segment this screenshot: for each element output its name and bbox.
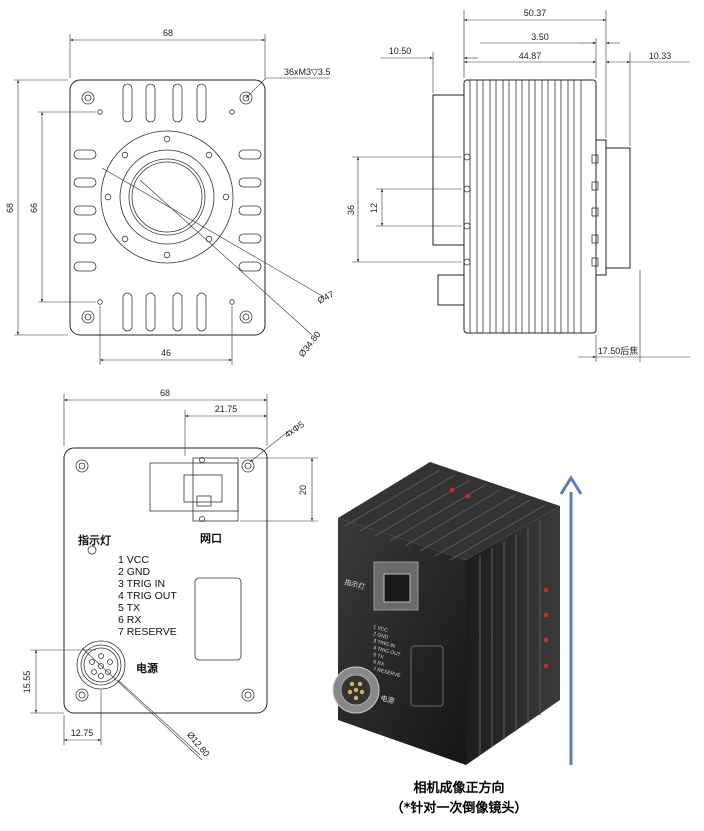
side-back-block <box>432 94 465 246</box>
connector-diameter: Ø12.80 <box>185 730 212 759</box>
side-connector-stub <box>437 274 465 306</box>
pinout-list: 1 VCC 2 GND 3 TRIG IN 4 TRIG OUT 5 TX 6 … <box>118 554 177 638</box>
caption-line1: 相机成像正方向 <box>413 780 504 796</box>
connector-offset-v: 15.55 <box>22 671 32 694</box>
side-hole-pitch: 12 <box>369 203 379 213</box>
front-dimensions <box>14 34 330 365</box>
front-body-outline <box>69 79 266 336</box>
indicator-led <box>87 545 97 555</box>
rj45-height-dim: 20 <box>298 485 308 495</box>
connector-offset-h: 12.75 <box>71 728 94 738</box>
camera-pin-label: 2 GND <box>372 631 389 641</box>
rj45-port <box>149 457 239 522</box>
camera-top-face <box>338 462 560 560</box>
camera-pin-label: 5 TX <box>372 652 384 661</box>
camera-photo: 指示灯 电源 1 VCC 2 GND 3 TRIG IN 4 TRIG OUT … <box>332 462 560 765</box>
back-view: 68 21.75 20 4xΦ5 指示灯 网口 电源 15.55 12.75 Ø… <box>22 388 318 761</box>
lens-inner-diameter: Ø34.80 <box>297 329 323 358</box>
front-height-dim: 68 <box>5 203 15 213</box>
front-view: 68 68 66 46 36xM3▽3.5 Ø47 Ø34.80 <box>5 28 335 365</box>
front-mount-holes <box>81 91 253 324</box>
pin-label: 6 RX <box>118 614 141 626</box>
pin-label: 7 RESERVE <box>118 626 177 638</box>
side-flange-dim: 3.50 <box>531 32 549 42</box>
back-width-dim: 68 <box>160 388 170 398</box>
lens-outer-diameter: Ø47 <box>316 289 336 306</box>
camera-pin-label: 1 VCC <box>372 624 388 634</box>
side-hole-span: 36 <box>346 205 356 215</box>
power-label: 电源 <box>136 661 158 675</box>
pin-label: 5 TX <box>118 602 140 614</box>
side-body-length: 44.87 <box>519 51 542 61</box>
front-hole-pitch-h: 46 <box>161 348 171 358</box>
back-mount-holes <box>75 459 255 702</box>
side-back-focus: 17.50后焦 <box>598 345 639 356</box>
camera-pin-label: 3 TRIG IN <box>372 638 396 650</box>
back-body-outline <box>63 447 268 714</box>
pin-label: 2 GND <box>118 566 151 578</box>
side-total-length: 50.37 <box>524 8 547 18</box>
back-dimensions <box>30 394 318 761</box>
front-hole-pitch-v: 66 <box>29 203 39 213</box>
side-view: 50.37 3.50 10.50 44.87 10.33 36 12 17.50… <box>346 8 690 362</box>
front-lens-mount <box>100 130 325 336</box>
side-mount-length: 10.50 <box>389 46 412 56</box>
side-lens-length: 10.33 <box>649 51 672 61</box>
rj45-offset-dim: 21.75 <box>215 404 238 414</box>
side-mount-tabs <box>591 154 599 267</box>
side-dimensions <box>352 10 690 362</box>
net-port-label: 网口 <box>200 532 222 545</box>
back-mount-holes-note: 4xΦ5 <box>283 419 307 440</box>
pin-label: 3 TRIG IN <box>118 578 165 590</box>
camera-power-label: 电源 <box>379 693 395 705</box>
thread-note: 36xM3▽3.5 <box>284 67 330 77</box>
power-connector <box>76 640 126 690</box>
camera-back-face <box>338 518 466 765</box>
side-fins <box>469 79 582 334</box>
camera-side-face <box>466 506 560 765</box>
side-body-outline <box>463 79 597 334</box>
side-holes <box>463 153 471 266</box>
up-direction-arrow <box>559 475 583 765</box>
indicator-label: 指示灯 <box>78 533 111 547</box>
front-width-dim: 68 <box>163 28 173 38</box>
pin-label: 1 VCC <box>118 554 149 566</box>
camera-pin-label: 6 RX <box>372 659 385 668</box>
side-lens-mount <box>605 147 631 269</box>
pin-label: 4 TRIG OUT <box>118 590 177 602</box>
caption-line2: （*针对一次倒像镜头） <box>391 800 528 816</box>
side-flange <box>595 139 607 276</box>
front-fins <box>73 83 262 332</box>
camera-label-plate <box>410 645 444 707</box>
label-plate <box>194 577 242 661</box>
